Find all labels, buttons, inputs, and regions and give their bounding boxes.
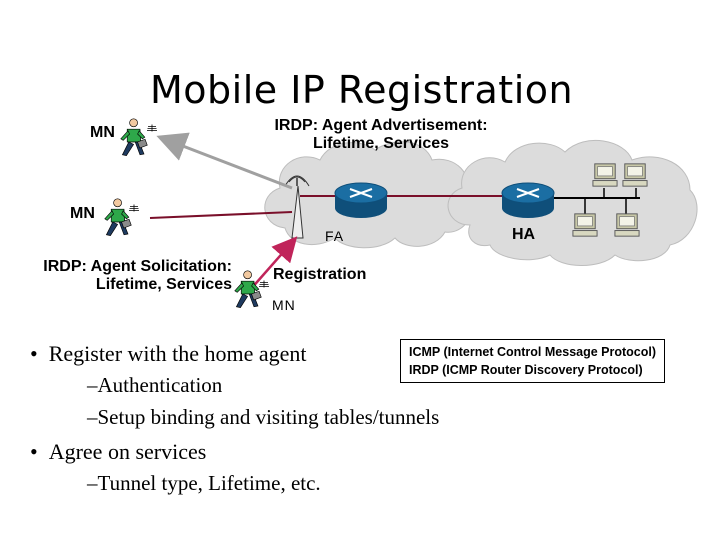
advertisement-label: IRDP: Agent Advertisement: Lifetime, Ser… — [236, 117, 526, 153]
bullet-2-text: Agree on services — [48, 439, 207, 464]
bullet-1: • Register with the home agent — [30, 341, 307, 366]
solicitation-arrow — [149, 211, 293, 219]
registration-label: Registration — [273, 266, 367, 283]
router-icon — [501, 182, 555, 218]
advertisement-line2: Lifetime, Services — [312, 135, 450, 152]
mn-left-label: MN — [70, 205, 95, 222]
pc-icon — [592, 163, 618, 187]
advertisement-arrow — [156, 132, 293, 190]
pc-icon — [622, 163, 648, 187]
antenna-icon — [128, 203, 140, 213]
bullet-1-sub-1: –Authentication — [87, 373, 223, 397]
bullet-2: • Agree on services — [30, 439, 207, 464]
mobile-node-icon — [120, 118, 148, 157]
pc-icon — [572, 213, 598, 237]
bullet-1-sub-2: –Setup binding and visiting tables/tunne… — [87, 405, 440, 429]
registration-arrow — [249, 236, 298, 291]
ha-label: HA — [512, 226, 536, 243]
bullet-1-text: Register with the home agent — [48, 341, 307, 366]
antenna-icon — [258, 279, 270, 289]
radio-tower-icon — [284, 175, 310, 239]
home-network-cloud — [447, 139, 698, 266]
icmp-definition: ICMP (Internet Control Message Protocol) — [409, 345, 657, 359]
advertisement-line1: IRDP: Agent Advertisement: — [274, 117, 488, 134]
mobile-node-icon — [104, 198, 132, 237]
mn-top-label: MN — [90, 124, 115, 141]
bullet-2-sub-1: –Tunnel type, Lifetime, etc. — [87, 471, 321, 495]
page-title: Mobile IP Registration — [150, 68, 574, 112]
irdp-definition: IRDP (ICMP Router Discovery Protocol) — [409, 363, 643, 377]
router-icon — [334, 182, 388, 218]
mn-bottom-label: MN — [272, 297, 296, 313]
solicitation-line1: IRDP: Agent Solicitation: — [43, 258, 232, 275]
home-lan — [548, 188, 640, 214]
antenna-icon — [146, 123, 158, 133]
fa-label: FA — [325, 228, 345, 244]
solicitation-line2: Lifetime, Services — [95, 276, 232, 293]
acronym-note: ICMP (Internet Control Message Protocol)… — [400, 339, 666, 383]
pc-icon — [614, 213, 640, 237]
mobile-node-icon — [234, 270, 262, 309]
solicitation-label: IRDP: Agent Solicitation: Lifetime, Serv… — [18, 258, 232, 294]
